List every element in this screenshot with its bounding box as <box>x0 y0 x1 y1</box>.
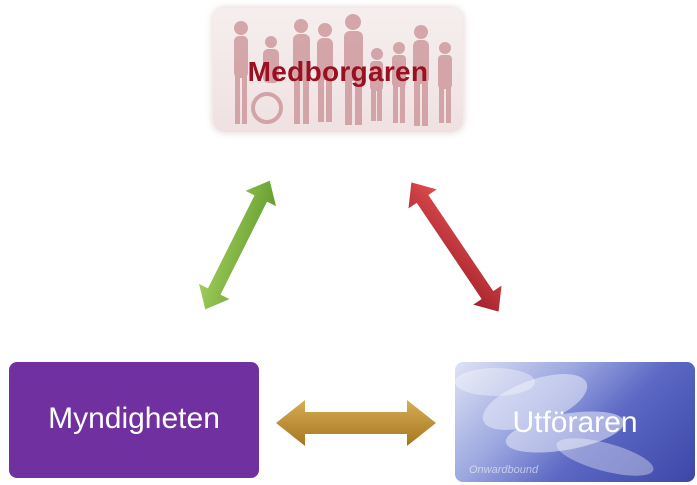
medborgaren-label: Medborgaren <box>247 56 429 87</box>
crowd-silhouette-image <box>234 14 452 126</box>
medborgaren-node: Medborgaren <box>213 8 463 132</box>
utforaren-label: Utföraren <box>512 406 638 439</box>
hands-photo-image <box>455 368 654 476</box>
utforaren-node: Utföraren Onwardbound <box>455 362 695 482</box>
myndigheten-node: Myndigheten <box>9 362 259 478</box>
photo-watermark: Onwardbound <box>469 464 539 476</box>
myndigheten-label: Myndigheten <box>48 402 220 435</box>
